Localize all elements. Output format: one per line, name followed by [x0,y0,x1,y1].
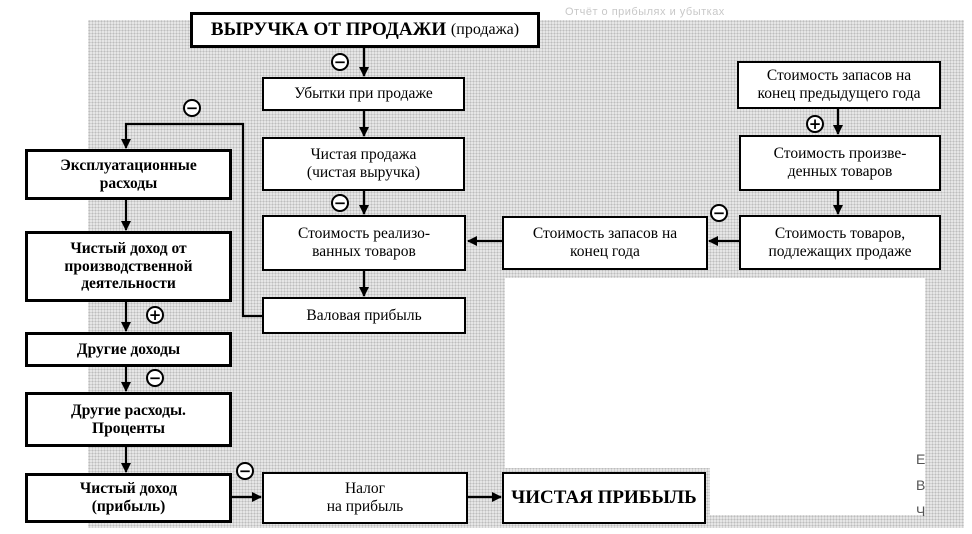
minus-sign-icon: − [710,204,728,222]
other-income-box: Другие доходы [25,332,232,367]
minus-sign-icon: − [331,53,349,71]
gross-profit-box: Валовая прибыль [262,297,466,334]
operating-expenses-box: Эксплуатационные расходы [25,149,232,200]
revenue-title: ВЫРУЧКА ОТ ПРОДАЖИ [210,19,447,41]
faint-scan-text: Отчёт о прибылях и убытках [565,6,725,18]
goods-available-for-sale-box: Стоимость товаров, подлежащих продаже [739,215,941,270]
goods-available-for-sale-label: Стоимость товаров, подлежащих продаже [768,224,912,260]
gross-profit-label: Валовая прибыль [306,306,422,324]
ending-inventory-label: Стоимость запасов на конец года [532,225,678,260]
minus-sign-icon: − [331,194,349,212]
cost-of-goods-produced-label: Стоимость произве- денных товаров [773,145,907,180]
losses-on-sales-label: Убытки при продаже [294,85,433,103]
other-expenses-box: Другие расходы. Проценты [25,392,232,447]
blank-area [710,300,925,515]
minus-sign-icon: − [183,99,201,117]
cost-of-goods-sold-box: Стоимость реализо- ванных товаров [262,215,466,271]
cost-of-goods-produced-box: Стоимость произве- денных товаров [739,135,941,191]
net-income-box: Чистый доход (прибыль) [25,473,232,523]
net-operating-income-label: Чистый доход от производственной деятель… [64,239,193,293]
income-tax-box: Налог на прибыль [262,472,468,524]
plus-sign-icon: + [806,115,824,133]
other-expenses-label: Другие расходы. Проценты [71,401,186,437]
plus-sign-icon: + [146,306,164,324]
ending-inventory-box: Стоимость запасов на конец года [502,216,708,270]
revenue-from-sales-box: ВЫРУЧКА ОТ ПРОДАЖИ (продажа) [190,12,540,48]
minus-sign-icon: − [236,462,254,480]
net-sales-box: Чистая продажа (чистая выручка) [262,137,465,191]
net-operating-income-box: Чистый доход от производственной деятель… [25,231,232,302]
net-income-label: Чистый доход (прибыль) [79,480,178,515]
losses-on-sales-box: Убытки при продаже [262,77,465,111]
income-tax-label: Налог на прибыль [326,480,404,515]
margin-mark: Ч [916,503,926,519]
margin-mark: В [916,477,926,493]
margin-marks: Е В Ч [916,446,956,524]
beginning-inventory-label: Стоимость запасов на конец предыдущего г… [757,67,921,102]
other-income-label: Другие доходы [76,340,181,358]
net-profit-box: ЧИСТАЯ ПРИБЫЛЬ [502,472,706,524]
revenue-subtitle: (продажа) [450,20,520,38]
cost-of-goods-sold-label: Стоимость реализо- ванных товаров [297,225,431,260]
operating-expenses-label: Эксплуатационные расходы [60,156,197,192]
net-sales-label: Чистая продажа (чистая выручка) [306,146,421,181]
minus-sign-icon: − [146,369,164,387]
arrow-gross-to-opex [121,122,262,318]
net-profit-label: ЧИСТАЯ ПРИБЫЛЬ [511,487,697,509]
margin-mark: Е [916,451,926,467]
beginning-inventory-box: Стоимость запасов на конец предыдущего г… [737,61,941,109]
